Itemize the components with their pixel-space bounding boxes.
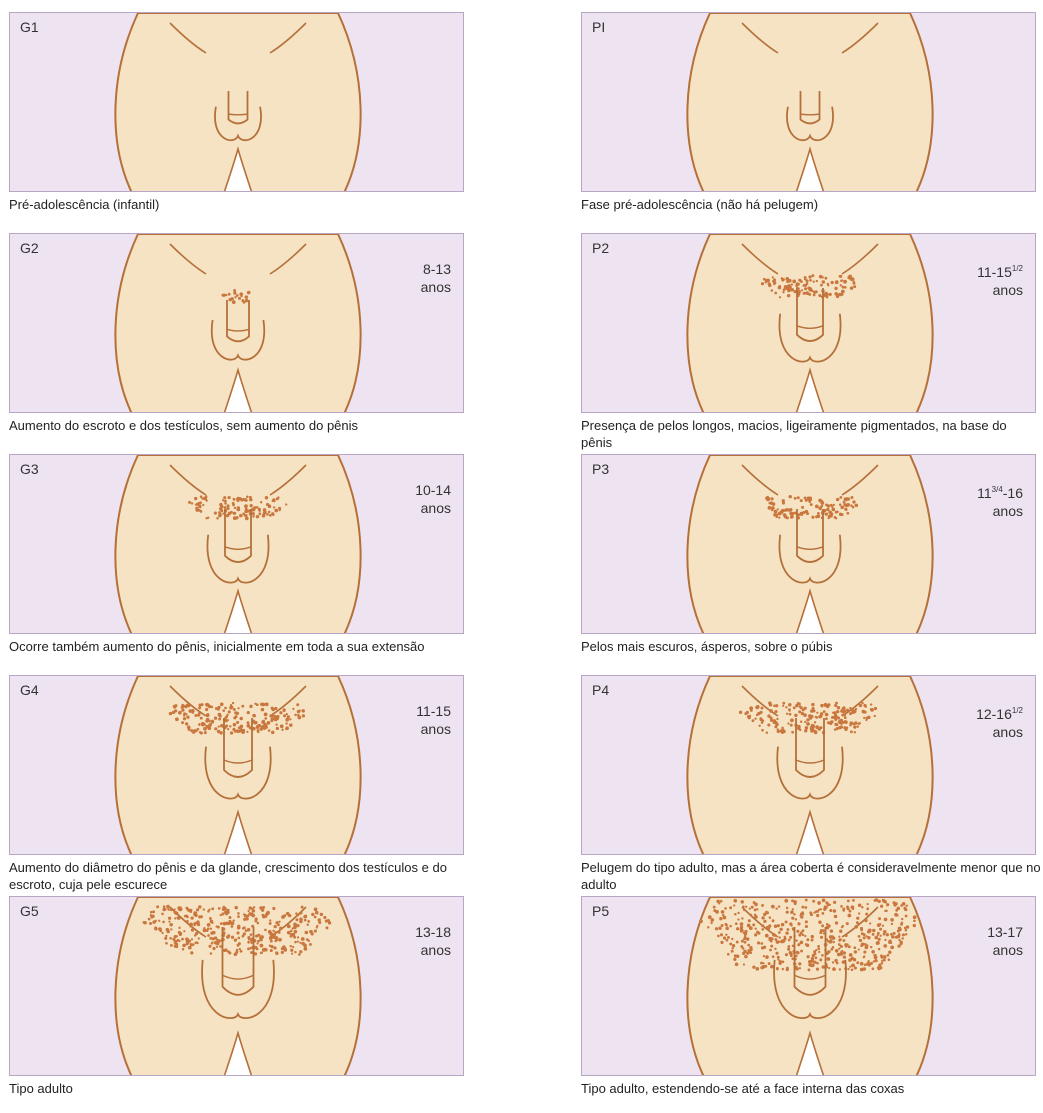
age-range-value: 8-13 <box>423 261 451 277</box>
age-range-value: 11 <box>977 485 992 501</box>
stage-illustration-panel: PI <box>581 12 1036 192</box>
stage-caption: Pelugem do tipo adulto, mas a área cober… <box>581 859 1041 893</box>
stage-illustration-panel: P3 113/4-16anos <box>581 454 1036 634</box>
stage-label: P4 <box>592 682 609 698</box>
stage-illustration <box>582 676 1036 855</box>
stage-illustration <box>582 897 1036 1076</box>
stage-caption: Aumento do escroto e dos testículos, sem… <box>9 417 469 434</box>
age-range: 11-151/2 anos <box>977 260 1023 299</box>
age-range-value: 13-17 <box>987 924 1023 940</box>
age-unit: anos <box>421 278 451 296</box>
age-unit: anos <box>416 720 451 738</box>
stage-label: G4 <box>20 682 39 698</box>
stage-label: P5 <box>592 903 609 919</box>
stage-illustration <box>10 897 464 1076</box>
stage-caption: Presença de pelos longos, macios, ligeir… <box>581 417 1041 451</box>
stage-illustration <box>582 234 1036 413</box>
stage-illustration <box>10 455 464 634</box>
stage-label: P2 <box>592 240 609 256</box>
stage-block-p4: P412-161/2anosPelugem do tipo adulto, ma… <box>581 675 1036 893</box>
stage-label: G5 <box>20 903 39 919</box>
age-fraction: 1/2 <box>1012 706 1023 715</box>
stage-block-p2: P211-151/2anosPresença de pelos longos, … <box>581 233 1036 451</box>
age-fraction: 3/4 <box>992 485 1003 494</box>
age-range: 13-17anos <box>987 923 1023 959</box>
stage-illustration-panel: G1 <box>9 12 464 192</box>
stage-illustration <box>10 234 464 413</box>
stage-caption: Tipo adulto, estendendo-se até a face in… <box>581 1080 1041 1097</box>
stage-illustration <box>10 676 464 855</box>
stage-caption: Ocorre também aumento do pênis, inicialm… <box>9 638 469 655</box>
age-unit: anos <box>977 281 1023 299</box>
age-unit: anos <box>987 941 1023 959</box>
age-unit: anos <box>977 502 1023 520</box>
age-range-value: 12-16 <box>976 706 1012 722</box>
stage-caption: Fase pré-adolescência (não há pelugem) <box>581 196 1041 213</box>
stage-caption: Tipo adulto <box>9 1080 469 1097</box>
stage-block-pi: PIFase pré-adolescência (não há pelugem) <box>581 12 1036 213</box>
age-range: 12-161/2 anos <box>976 702 1023 741</box>
stage-illustration <box>10 13 464 192</box>
stage-caption: Pré-adolescência (infantil) <box>9 196 469 213</box>
stage-block-g3: G310-14anosOcorre também aumento do pêni… <box>9 454 464 655</box>
age-range-end: -16 <box>1003 485 1023 501</box>
age-range-value: 11-15 <box>416 703 451 719</box>
stage-label: P3 <box>592 461 609 477</box>
glans-line <box>229 114 248 115</box>
glans-line <box>801 114 820 115</box>
stage-illustration <box>582 13 1036 192</box>
age-range-value: 11-15 <box>977 264 1012 280</box>
stage-label: G2 <box>20 240 39 256</box>
age-unit: anos <box>976 723 1023 741</box>
stage-caption: Aumento do diâmetro do pênis e da glande… <box>9 859 469 893</box>
age-unit: anos <box>415 499 451 517</box>
age-fraction: 1/2 <box>1012 264 1023 273</box>
age-range-value: 13-18 <box>415 924 451 940</box>
age-unit: anos <box>415 941 451 959</box>
stage-illustration-panel: P2 11-151/2 anos <box>581 233 1036 413</box>
stage-illustration <box>582 455 1036 634</box>
stage-label: G3 <box>20 461 39 477</box>
age-range-value: 10-14 <box>415 482 451 498</box>
age-range: 8-13anos <box>421 260 451 296</box>
stage-block-g1: G1Pré-adolescência (infantil) <box>9 12 464 213</box>
stage-label: PI <box>592 19 605 35</box>
stage-label: G1 <box>20 19 39 35</box>
age-range: 11-15anos <box>416 702 451 738</box>
stage-caption: Pelos mais escuros, ásperos, sobre o púb… <box>581 638 1041 655</box>
stage-illustration-panel: P4 12-161/2 anos <box>581 675 1036 855</box>
